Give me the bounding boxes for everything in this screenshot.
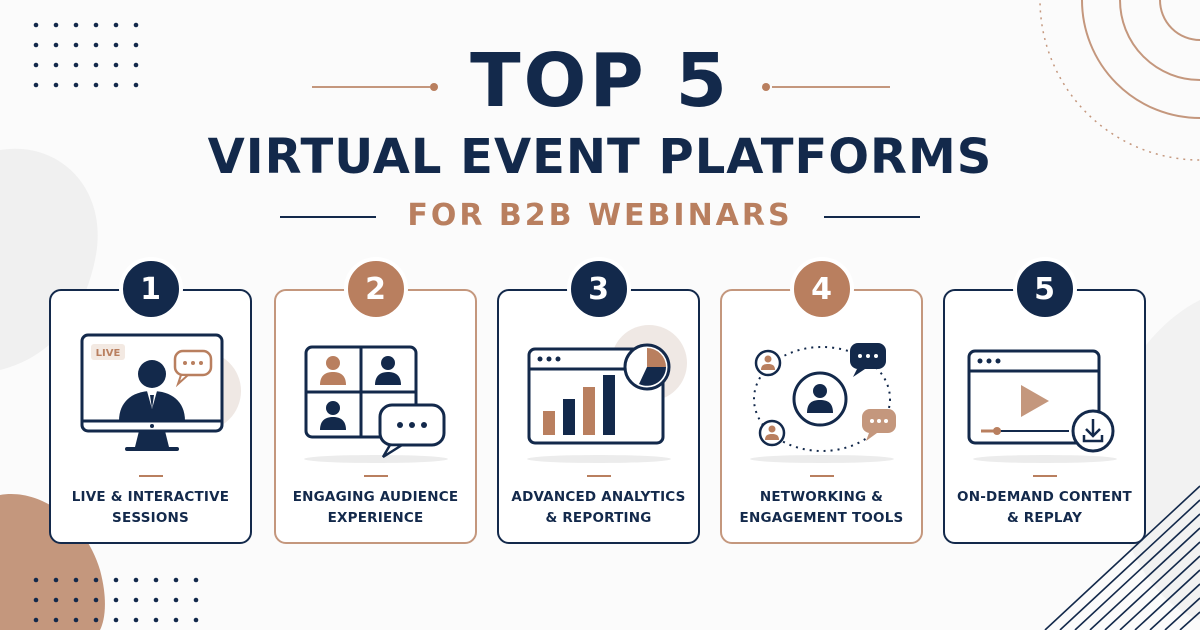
number-badge: 2: [343, 257, 408, 321]
card-divider: [1032, 475, 1057, 477]
platform-card-1: 1 LIVE LIVE & INTERACTIVE SESSIONS: [49, 257, 252, 544]
dot-grid-top-left: [33, 22, 139, 88]
platform-card-3: 3 ADVANCED ANALYTICS & REPORTING: [497, 257, 700, 544]
dashboard-bar-pie-icon: [527, 325, 687, 463]
dot-grid-bottom-left: [33, 577, 199, 623]
platform-card-4: 4 NETWORKING & ENGAGEMENT TOOLS: [720, 257, 923, 544]
title-rule-right: [772, 86, 890, 88]
card-label-line1: ENGAGING AUDIENCE: [292, 489, 459, 505]
card-label: ON-DEMAND CONTENT & REPLAY: [951, 487, 1138, 529]
subtitle-rule-left: [280, 216, 376, 218]
card-label-line2: ENGAGEMENT TOOLS: [739, 510, 904, 526]
live-tag: LIVE: [96, 348, 121, 359]
card-label-line1: NETWORKING &: [759, 489, 884, 505]
card-label-line1: ON-DEMAND CONTENT: [957, 489, 1132, 505]
number-badge: 4: [789, 257, 854, 321]
number-badge: 3: [566, 257, 631, 321]
platform-card-2: 2 ENGAGING AUDIENCE EXPERIENCE: [274, 257, 477, 544]
title-rule-dot-left: [430, 83, 438, 91]
video-grid-chat-icon: [304, 345, 448, 463]
subtitle-rule-right: [824, 216, 920, 218]
platform-card-5: 5 ON-DEMAND CONTENT & REPLAY: [943, 257, 1146, 544]
card-label-line2: & REPORTING: [545, 510, 652, 526]
monitor-presenter-live-chat-icon: LIVE: [80, 333, 241, 451]
card-label-line2: EXPERIENCE: [327, 510, 424, 526]
card-label-line2: SESSIONS: [112, 510, 189, 526]
card-label: ENGAGING AUDIENCE EXPERIENCE: [282, 487, 469, 529]
page-title-main: VIRTUAL EVENT PLATFORMS: [207, 129, 993, 185]
title-rule-dot-right: [762, 83, 770, 91]
copper-blob-bottom-left: [0, 494, 105, 630]
header: TOP 5 VIRTUAL EVENT PLATFORMS FOR B2B WE…: [0, 0, 1200, 250]
card-divider: [138, 475, 163, 477]
page-subtitle: FOR B2B WEBINARS: [407, 198, 793, 233]
number-badge: 5: [1012, 257, 1077, 321]
video-player-download-icon: [967, 349, 1117, 463]
card-divider: [586, 475, 611, 477]
card-label: ADVANCED ANALYTICS & REPORTING: [505, 487, 692, 529]
card-label-line1: LIVE & INTERACTIVE: [71, 489, 230, 505]
diagonal-hatch-bottom-right: [1044, 485, 1200, 630]
card-divider: [809, 475, 834, 477]
page-title-top: TOP 5: [470, 38, 730, 124]
card-label-line1: ADVANCED ANALYTICS: [511, 489, 686, 505]
number-badge: 1: [118, 257, 183, 321]
network-people-chat-icon: [750, 343, 896, 463]
card-label: LIVE & INTERACTIVE SESSIONS: [57, 487, 244, 529]
title-rule-left: [312, 86, 430, 88]
card-divider: [363, 475, 388, 477]
card-label-line2: & REPLAY: [1006, 510, 1083, 526]
card-label: NETWORKING & ENGAGEMENT TOOLS: [728, 487, 915, 529]
